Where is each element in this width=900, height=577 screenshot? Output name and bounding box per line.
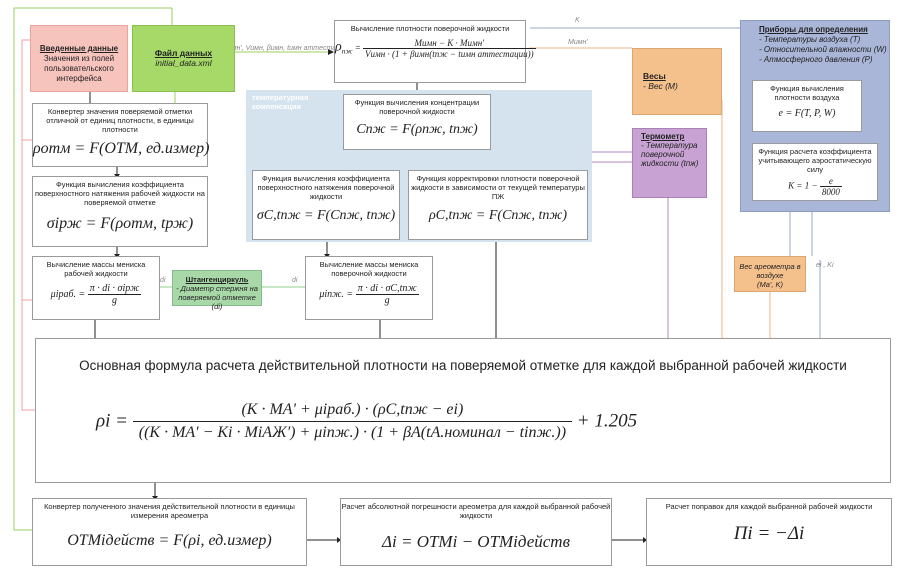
unit-converter-formula: ρотм = F(OTM, ед.измер) <box>33 140 210 157</box>
main-formula-tail: + 1.205 <box>576 410 638 432</box>
label-ek: ei , Ki <box>816 262 834 269</box>
meniscus-check-lhs: μiпж. = <box>319 288 354 300</box>
air-density-caption: Функция вычисления плотности воздуха <box>770 84 844 102</box>
density-lhs: ρ <box>335 39 342 55</box>
corrections-formula: Πi = −Δi <box>733 523 805 544</box>
main-formula-title: Основная формула расчета действительной … <box>79 358 847 373</box>
meniscus-work-num: π · di · σiрж <box>87 283 142 295</box>
hydrometer-weight-box: Вес ареометра в воздухе (Mа', K) <box>734 256 806 292</box>
output-converter-formula: OTMiдейств = F(ρi, ед.измер) <box>67 532 272 549</box>
density-box: Вычисление плотности поверочной жидкости… <box>334 20 536 83</box>
hydrometer-weight-title: Вес ареометра в воздухе <box>739 262 801 280</box>
thermometer-title: Термометр <box>641 132 685 141</box>
scales-box: Весы - Вес (M) <box>632 48 722 115</box>
density-caption: Вычисление плотности поверочной жидкости <box>350 24 510 33</box>
data-file-name: initial_data.xml <box>155 58 212 68</box>
meniscus-work-den: g <box>112 295 118 306</box>
surface-tension-check-box: Функция вычисления коэффициента поверхно… <box>252 170 400 240</box>
corrections-box: Расчет поправок для каждой выбранной раб… <box>646 498 892 566</box>
unit-converter-box: Конвертер значения поверяемой отметки от… <box>32 103 210 167</box>
surface-tension-work-caption: Функция вычисления коэффициента поверхно… <box>35 180 205 207</box>
abs-error-caption: Расчет абсолютной погрешности ареометра … <box>341 502 611 520</box>
aerostatic-lhs: K = 1 − <box>788 180 818 191</box>
label-di-left: di <box>160 277 166 284</box>
label-xml-flow: Mимн', Vимн, βимн, tимн аттестации <box>222 45 348 52</box>
aerostatic-caption: Функция расчета коэффициента учитывающег… <box>758 147 872 174</box>
aerostatic-den: 8000 <box>821 187 840 197</box>
instruments-item-1: - Относительной влажности (W) <box>759 45 887 54</box>
label-m-prime: Mимн' <box>568 39 588 46</box>
instruments-item-0: - Температуры воздуха (T) <box>759 35 861 44</box>
concentration-caption: Функция вычисления концентрации поверочн… <box>354 98 480 116</box>
unit-converter-caption: Конвертер значения поверяемой отметки от… <box>46 107 194 134</box>
meniscus-check-num: π · di · σC,tпж <box>355 283 419 295</box>
surface-tension-work-formula: σiрж = F(ρотм, tрж) <box>46 215 194 232</box>
label-di-right: di <box>292 277 298 284</box>
main-formula-numerator: (K · MA' + μiраб.) · (ρC,tпж − ei) <box>132 399 573 422</box>
abs-error-box: Расчет абсолютной погрешности ареометра … <box>340 498 612 566</box>
user-data-title: Введенные данные <box>39 44 119 53</box>
main-formula-lhs: ρi = <box>96 410 128 432</box>
thermometer-desc: - Температура поверочной жидкости (tпж) <box>641 141 699 168</box>
caliper-desc: - Диаметр стержня на поверяемой отметке … <box>176 284 258 311</box>
output-converter-box: Конвертер полученного значения действите… <box>32 498 307 566</box>
scales-title: Весы <box>643 71 666 81</box>
surface-tension-check-caption: Функция вычисления коэффициента поверхно… <box>257 174 395 201</box>
user-data-desc: Значения из полей пользовательского инте… <box>43 54 115 83</box>
label-k: K <box>575 17 580 24</box>
user-data-box: Введенные данные Значения из полей польз… <box>30 25 128 92</box>
corrections-caption: Расчет поправок для каждой выбранной раб… <box>665 502 873 511</box>
concentration-box: Функция вычисления концентрации поверочн… <box>343 94 491 150</box>
aerostatic-num: e <box>819 176 842 187</box>
density-den: Vимн · (1 + βимн(tпж − tимн аттестации)) <box>365 49 534 59</box>
density-correction-box: Функция корректировки плотности поверочн… <box>408 170 588 240</box>
data-file-box: Файл данных initial_data.xml <box>132 25 235 92</box>
connector-xml-to-converter <box>13 7 172 531</box>
concentration-formula: Cпж = F(ρпж, tпж) <box>356 122 478 137</box>
abs-error-formula: Δi = OTMi − OTMiдейств <box>382 532 570 551</box>
air-density-box: Функция вычисления плотности воздуха e =… <box>752 80 862 132</box>
density-correction-formula: ρC,tпж = F(Cпж, tпж) <box>428 208 568 223</box>
density-num: Mимн − K · Mимн' <box>363 38 536 49</box>
main-formula-box: Основная формула расчета действительной … <box>35 338 891 483</box>
meniscus-check-caption: Вычисление массы мениска поверочной жидк… <box>319 260 419 278</box>
caliper-box: Штангенциркуль - Диаметр стержня на пове… <box>172 270 262 311</box>
main-formula-denominator: ((K · MA' − Ki · MiAЖ') + μiпж.) · (1 + … <box>138 424 567 441</box>
data-file-title: Файл данных <box>154 48 213 58</box>
hydrometer-weight-desc: (Mа', K) <box>756 280 783 289</box>
meniscus-work-caption: Вычисление массы мениска рабочей жидкост… <box>46 260 146 278</box>
output-converter-caption: Конвертер полученного значения действите… <box>44 502 295 520</box>
scales-desc: - Вес (M) <box>643 81 678 91</box>
instruments-title: Приборы для определения <box>759 25 868 34</box>
aerostatic-box: Функция расчета коэффициента учитывающег… <box>752 143 878 201</box>
air-density-formula: e = F(T, P, W) <box>778 108 836 119</box>
density-lhs-sub: пж <box>341 46 353 56</box>
instruments-item-2: - Атмосферного давления (P) <box>759 55 873 64</box>
caliper-title: Штангенциркуль <box>185 275 249 284</box>
density-correction-caption: Функция корректировки плотности поверочн… <box>411 174 585 201</box>
meniscus-check-den: g <box>384 295 390 306</box>
thermometer-box: Термометр - Температура поверочной жидко… <box>632 128 707 198</box>
meniscus-check-box: Вычисление массы мениска поверочной жидк… <box>305 256 433 320</box>
meniscus-work-lhs: μiраб. = <box>50 288 86 300</box>
thermo-compensation-label: температурная компенсация <box>252 93 309 111</box>
surface-tension-work-box: Функция вычисления коэффициента поверхно… <box>32 176 208 247</box>
surface-tension-check-formula: σC,tпж = F(Cпж, tпж) <box>256 208 396 223</box>
connector-user-to-main <box>21 39 35 411</box>
meniscus-work-box: Вычисление массы мениска рабочей жидкост… <box>32 256 160 320</box>
